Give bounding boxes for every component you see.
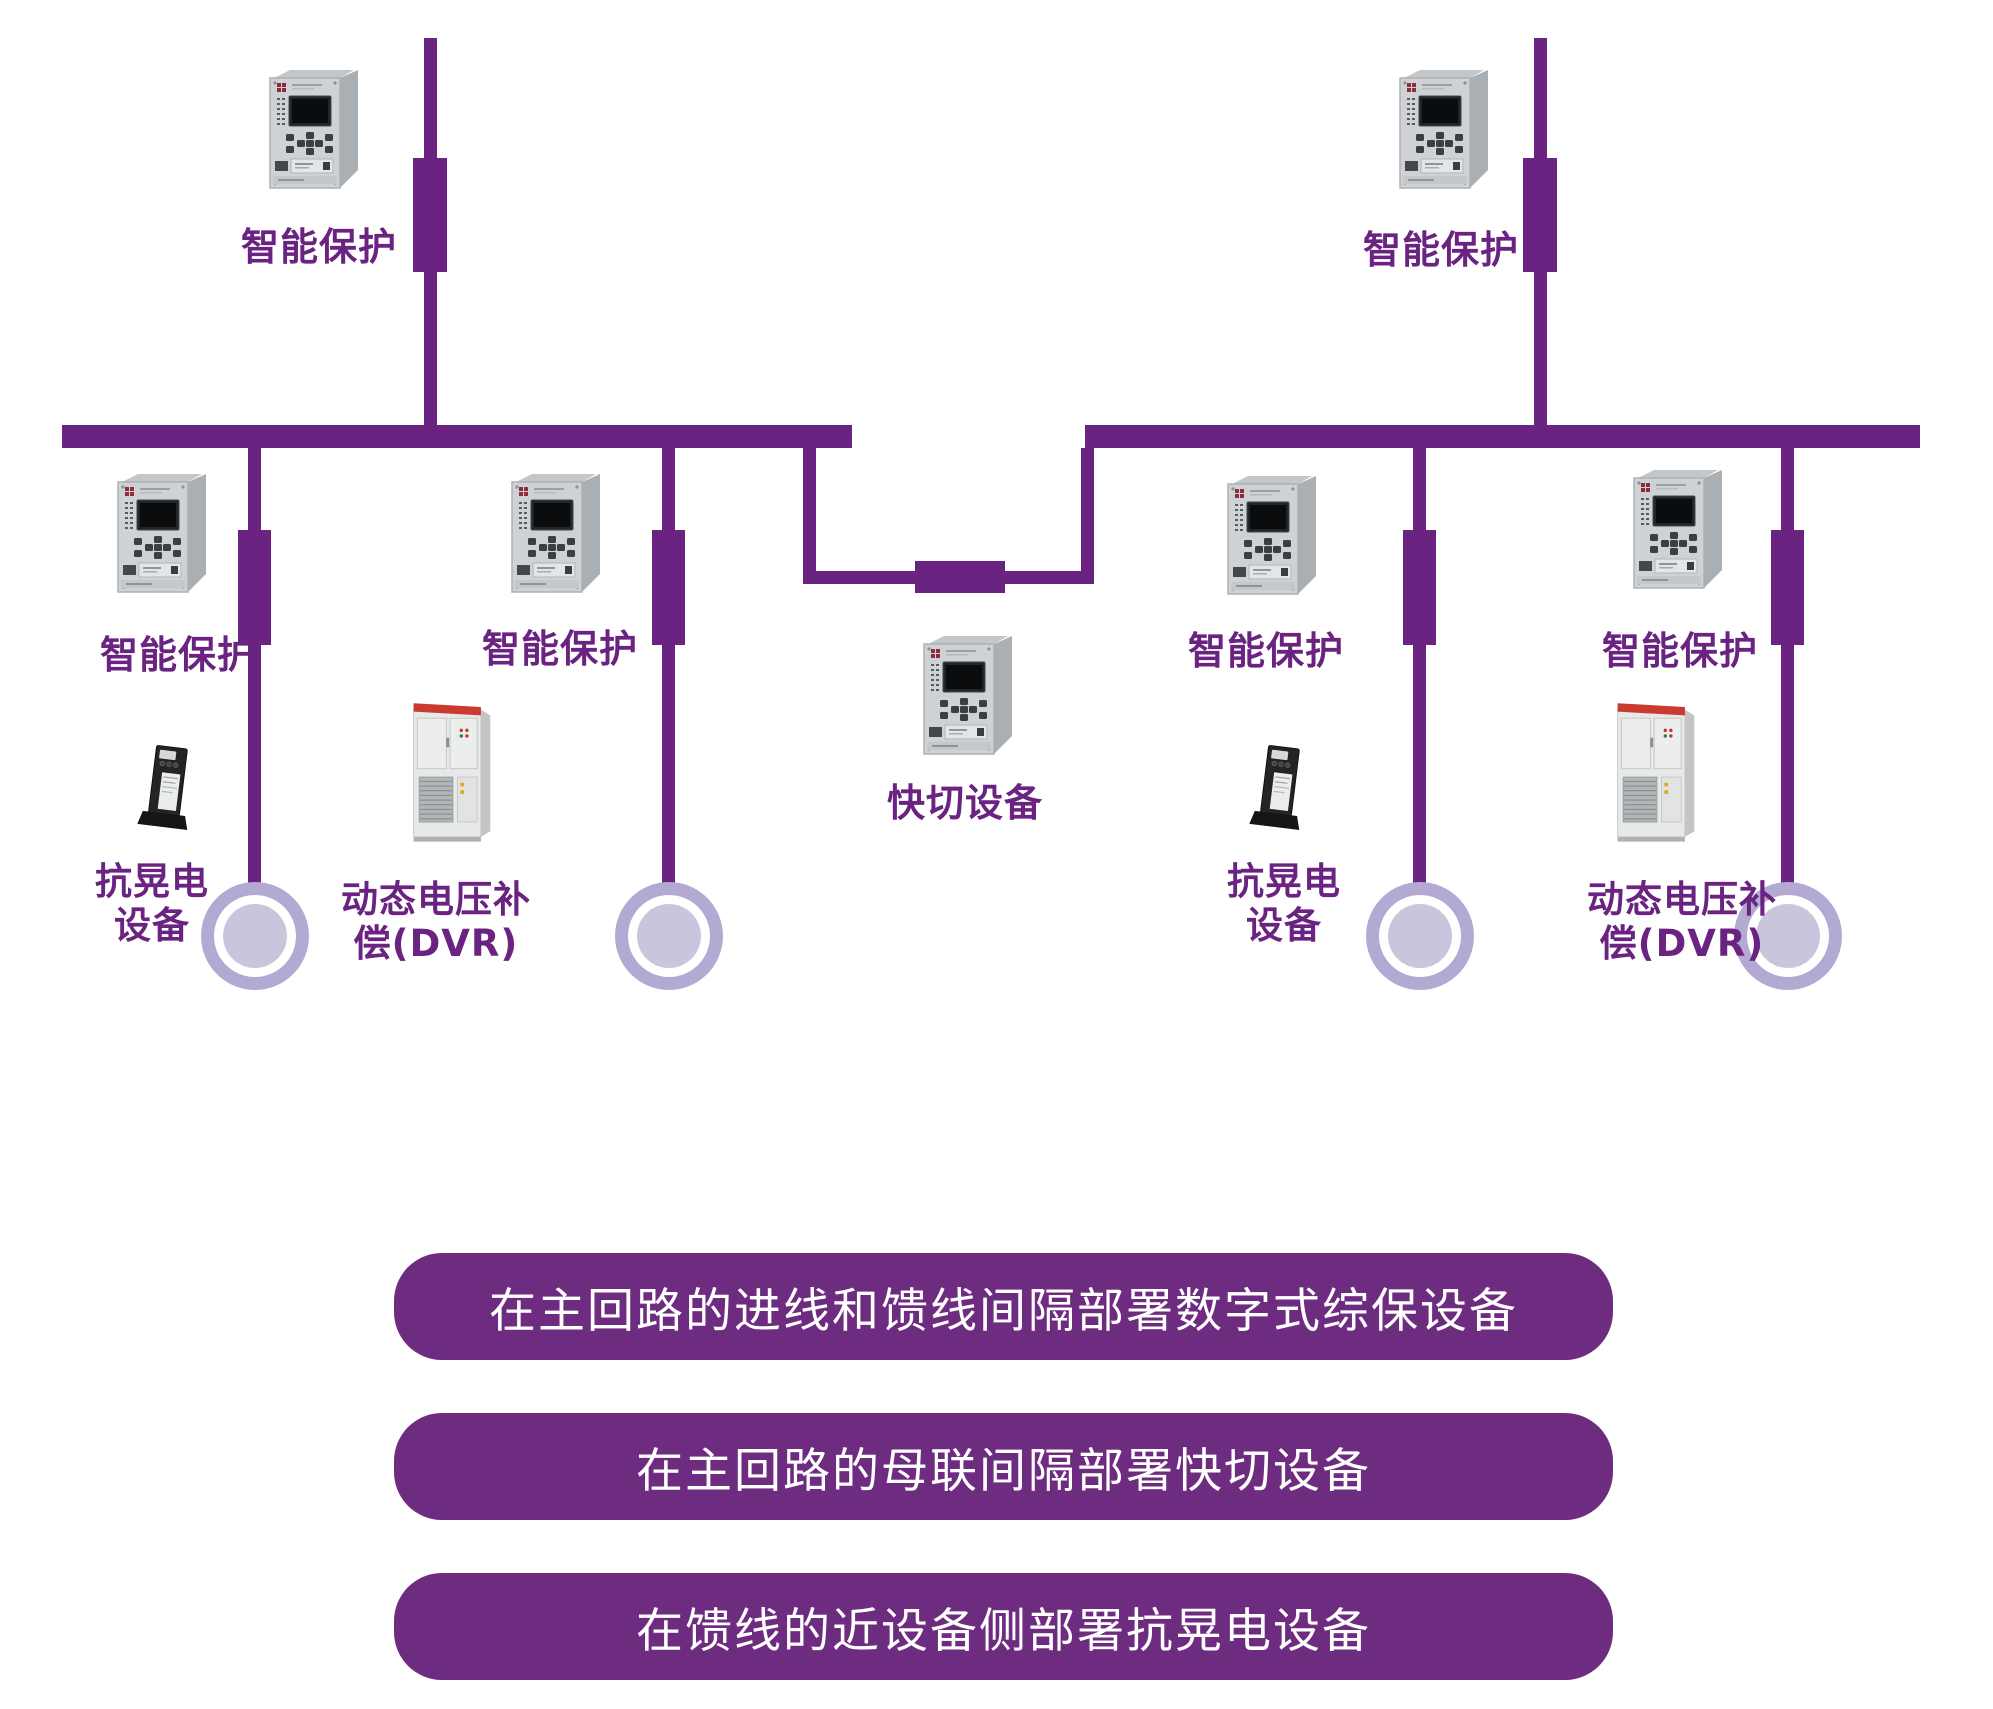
note-banner-3-text: 在馈线的近设备侧部署抗晃电设备 — [636, 1604, 1371, 1659]
tie-riser-line — [1081, 448, 1094, 584]
smart-protection-label-feeder-right-1: 智能保护 — [1187, 629, 1345, 673]
note-banner-2-text: 在主回路的母联间隔部署快切设备 — [636, 1444, 1371, 1499]
load-circle-left-1 — [201, 882, 309, 990]
note-banner-1: 在主回路的进线和馈线间隔部署数字式综保设备 — [394, 1253, 1613, 1360]
note-banner-2: 在主回路的母联间隔部署快切设备 — [394, 1413, 1613, 1520]
dvr-cabinet-right — [1617, 702, 1695, 843]
dvr-label-line1: 动态电压补 — [341, 878, 531, 921]
anti-sag-device-left — [136, 743, 198, 831]
note-banner-3: 在馈线的近设备侧部署抗晃电设备 — [394, 1573, 1613, 1680]
smart-protection-label-incoming-right: 智能保护 — [1362, 228, 1520, 272]
relay-device-bus-tie — [923, 635, 1013, 755]
bus-bar-right — [1085, 425, 1920, 448]
breaker-feeder-right-1 — [1403, 530, 1436, 645]
anti-sag-label-line1: 抗晃电 — [1227, 860, 1341, 903]
note-banner-1-text: 在主回路的进线和馈线间隔部署数字式综保设备 — [489, 1284, 1518, 1339]
bus-bar-left — [62, 425, 852, 448]
tie-drop-line — [803, 448, 816, 584]
feeder-line-left-2 — [662, 448, 675, 884]
anti-sag-label-left: 抗晃电 设备 — [95, 860, 209, 948]
anti-sag-device-right — [1248, 743, 1310, 831]
load-circle-right-2 — [1734, 882, 1842, 990]
breaker-feeder-left-1 — [238, 530, 271, 645]
load-circle-left-2 — [615, 882, 723, 990]
breaker-feeder-right-2 — [1771, 530, 1804, 645]
anti-sag-label-line2: 设备 — [114, 904, 190, 947]
smart-protection-label-feeder-left-1: 智能保护 — [99, 633, 257, 677]
load-circle-right-1 — [1366, 882, 1474, 990]
breaker-bus-tie — [915, 561, 1005, 593]
smart-protection-label-feeder-left-2: 智能保护 — [481, 627, 639, 671]
relay-device-incoming-left — [269, 69, 359, 189]
relay-device-incoming-right — [1399, 69, 1489, 189]
feeder-line-right-2 — [1781, 448, 1794, 884]
anti-sag-label-right: 抗晃电 设备 — [1227, 860, 1341, 948]
relay-device-feeder-right-1 — [1227, 475, 1317, 595]
dvr-label-line1: 动态电压补 — [1587, 878, 1777, 921]
dvr-cabinet-left — [413, 702, 491, 843]
anti-sag-label-line2: 设备 — [1246, 904, 1322, 947]
smart-protection-label-incoming-left: 智能保护 — [240, 225, 398, 269]
dvr-label-right: 动态电压补 偿(DVR) — [1587, 878, 1777, 966]
dvr-label-left: 动态电压补 偿(DVR) — [341, 878, 531, 966]
dvr-label-line2: 偿(DVR) — [353, 922, 519, 965]
feeder-line-right-1 — [1413, 448, 1426, 884]
breaker-incoming-right — [1523, 158, 1557, 272]
smart-protection-label-feeder-right-2: 智能保护 — [1601, 629, 1759, 673]
relay-device-feeder-left-1 — [117, 473, 207, 593]
fast-transfer-label: 快切设备 — [886, 781, 1044, 825]
relay-device-feeder-right-2 — [1633, 469, 1723, 589]
dvr-label-line2: 偿(DVR) — [1599, 922, 1765, 965]
breaker-feeder-left-2 — [652, 530, 685, 645]
relay-device-feeder-left-2 — [511, 473, 601, 593]
breaker-incoming-left — [413, 158, 447, 272]
anti-sag-label-line1: 抗晃电 — [95, 860, 209, 903]
